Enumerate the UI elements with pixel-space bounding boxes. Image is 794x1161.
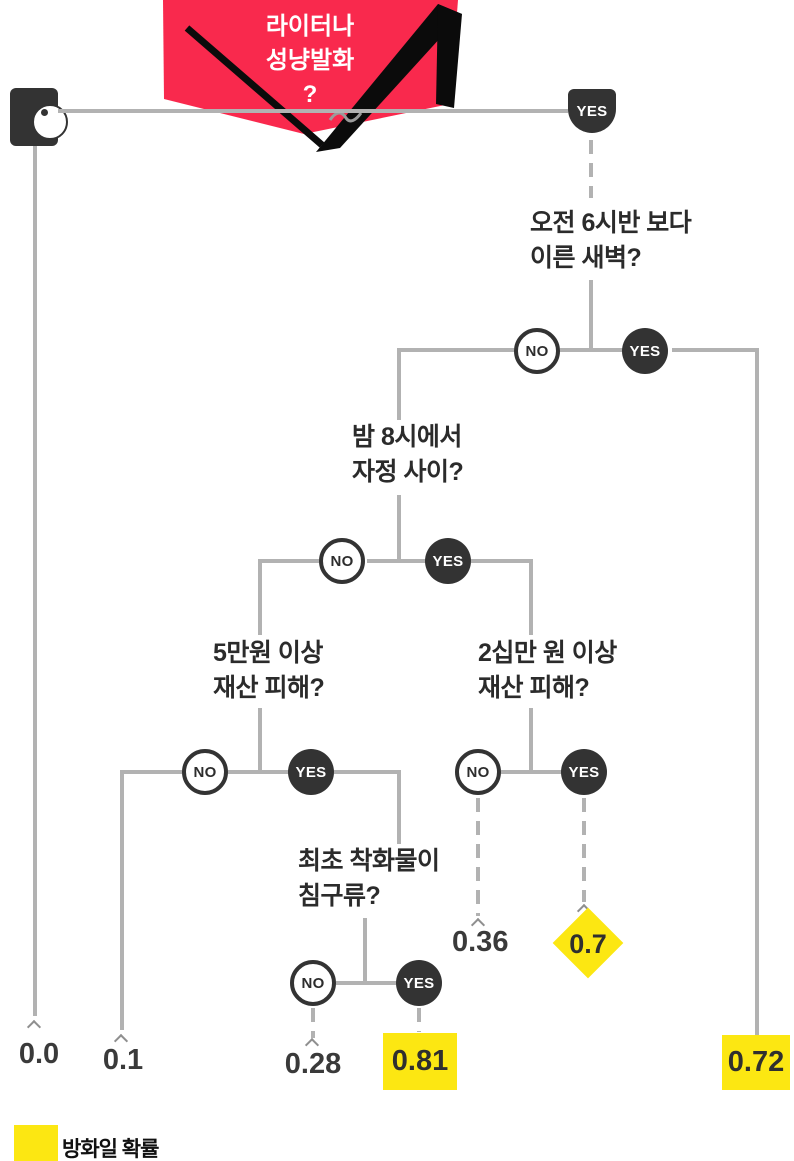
root-banner-shape xyxy=(163,0,462,152)
leaf-prob-0-1: 0.1 xyxy=(102,1044,144,1076)
question-line: 자정 사이? xyxy=(352,458,464,486)
q3-yes-node: YES xyxy=(288,749,334,795)
edge-q4no-down xyxy=(476,798,480,916)
q5-yes-node: YES xyxy=(396,960,442,1006)
edge-q5-junction xyxy=(336,981,396,985)
question-line: 재산 피해? xyxy=(213,674,325,702)
edge-q2no-down xyxy=(258,559,262,635)
question-8pm-midnight: 밤 8시에서 자정 사이? xyxy=(352,420,464,490)
edge-q1no-down xyxy=(397,348,401,420)
no-label: NO xyxy=(466,763,490,781)
no-label: NO xyxy=(301,974,325,992)
icon-dot xyxy=(41,109,48,116)
leaf-prob-0-72-highlighted: 0.72 xyxy=(722,1035,790,1090)
edge-q2no-left xyxy=(258,559,319,563)
question-line: 밤 8시에서 xyxy=(352,423,462,451)
edge-q5-down xyxy=(363,918,367,981)
q3-no-node: NO xyxy=(182,749,228,795)
q4-no-node: NO xyxy=(455,749,501,795)
leaf-prob-0-28: 0.28 xyxy=(284,1048,342,1080)
edge-q3yes-down xyxy=(397,770,401,844)
question-line: 재산 피해? xyxy=(478,674,590,702)
edge-q3-down xyxy=(258,708,262,770)
root-question-line2: 성냥발화 xyxy=(265,47,355,74)
no-label: NO xyxy=(525,342,549,360)
q5-no-node: NO xyxy=(290,960,336,1006)
question-early-dawn: 오전 6시반 보다 이른 새벽? xyxy=(530,206,692,276)
q4-yes-node: YES xyxy=(561,749,607,795)
edge-q1yes-down xyxy=(755,348,759,1035)
legend-yellow-swatch xyxy=(14,1125,58,1161)
banner-red-pentagon xyxy=(163,0,458,134)
edge-q3no-left xyxy=(120,770,182,774)
no-label: NO xyxy=(330,552,354,570)
root-no-node-icon xyxy=(10,88,68,146)
question-line: 5만원 이상 xyxy=(213,639,323,667)
arrow-tip xyxy=(26,1019,42,1035)
question-line: 이른 새벽? xyxy=(530,244,642,272)
edge-q2-down xyxy=(397,495,401,559)
root-question-line3: ? xyxy=(302,81,318,108)
edge-q1-junction xyxy=(560,348,624,352)
edge-q2yes-down xyxy=(529,559,533,635)
edge-q4-down xyxy=(529,708,533,770)
edge-q1-down xyxy=(589,280,593,350)
question-line: 오전 6시반 보다 xyxy=(530,209,692,237)
icon-circle xyxy=(32,104,68,140)
question-line: 침구류? xyxy=(298,882,381,910)
edge-q3-junction xyxy=(228,770,290,774)
root-question: 라이터나 성냥발화 ? xyxy=(235,10,385,112)
edge-q2yes-right xyxy=(471,559,531,563)
edge-yes-to-q1 xyxy=(589,140,593,198)
edge-q5no-down xyxy=(311,1008,315,1038)
yes-label: YES xyxy=(432,552,464,570)
question-bedding-first-ignited: 최초 착화물이 침구류? xyxy=(298,844,440,914)
edge-root-horizontal xyxy=(58,109,568,113)
leaf-prob-0-36: 0.36 xyxy=(452,926,509,958)
checkmark-squiggle xyxy=(328,111,363,123)
checkmark-upstroke xyxy=(316,4,462,152)
edge-q1yes-right xyxy=(672,348,758,352)
question-line: 최초 착화물이 xyxy=(298,847,440,875)
edge-q1no-left xyxy=(399,348,514,352)
question-50k-damage: 5만원 이상 재산 피해? xyxy=(213,636,325,706)
legend: 방화일 확률 xyxy=(14,1125,159,1161)
edge-q2-junction xyxy=(367,559,427,563)
yes-label: YES xyxy=(629,342,661,360)
yes-label: YES xyxy=(295,763,327,781)
leaf-prob-0-81-highlighted: 0.81 xyxy=(383,1033,457,1090)
leaf-prob-0-7-value: 0.7 xyxy=(569,929,607,959)
question-line: 2십만 원 이상 xyxy=(478,639,617,667)
yes-label: YES xyxy=(576,102,608,120)
edge-q4-junction xyxy=(501,770,563,774)
q2-no-node: NO xyxy=(319,538,365,584)
edge-q3yes-right xyxy=(334,770,399,774)
q2-yes-node: YES xyxy=(425,538,471,584)
no-label: NO xyxy=(193,763,217,781)
q1-no-node: NO xyxy=(514,328,560,374)
q1-yes-node: YES xyxy=(622,328,668,374)
edge-q5yes-down xyxy=(417,1008,421,1032)
checkmark-downstroke xyxy=(184,25,325,148)
edge-rootno-down xyxy=(33,146,37,1016)
question-200k-damage: 2십만 원 이상 재산 피해? xyxy=(478,636,617,706)
yes-label: YES xyxy=(568,763,600,781)
edge-q3no-down xyxy=(120,770,124,1030)
root-yes-node: YES xyxy=(568,89,616,133)
checkmark-bar xyxy=(436,4,462,108)
legend-label: 방화일 확률 xyxy=(62,1138,159,1161)
yes-label: YES xyxy=(403,974,435,992)
leaf-prob-0-0: 0.0 xyxy=(18,1038,60,1070)
edge-q4yes-down xyxy=(582,798,586,902)
root-question-line1: 라이터나 xyxy=(265,13,355,40)
